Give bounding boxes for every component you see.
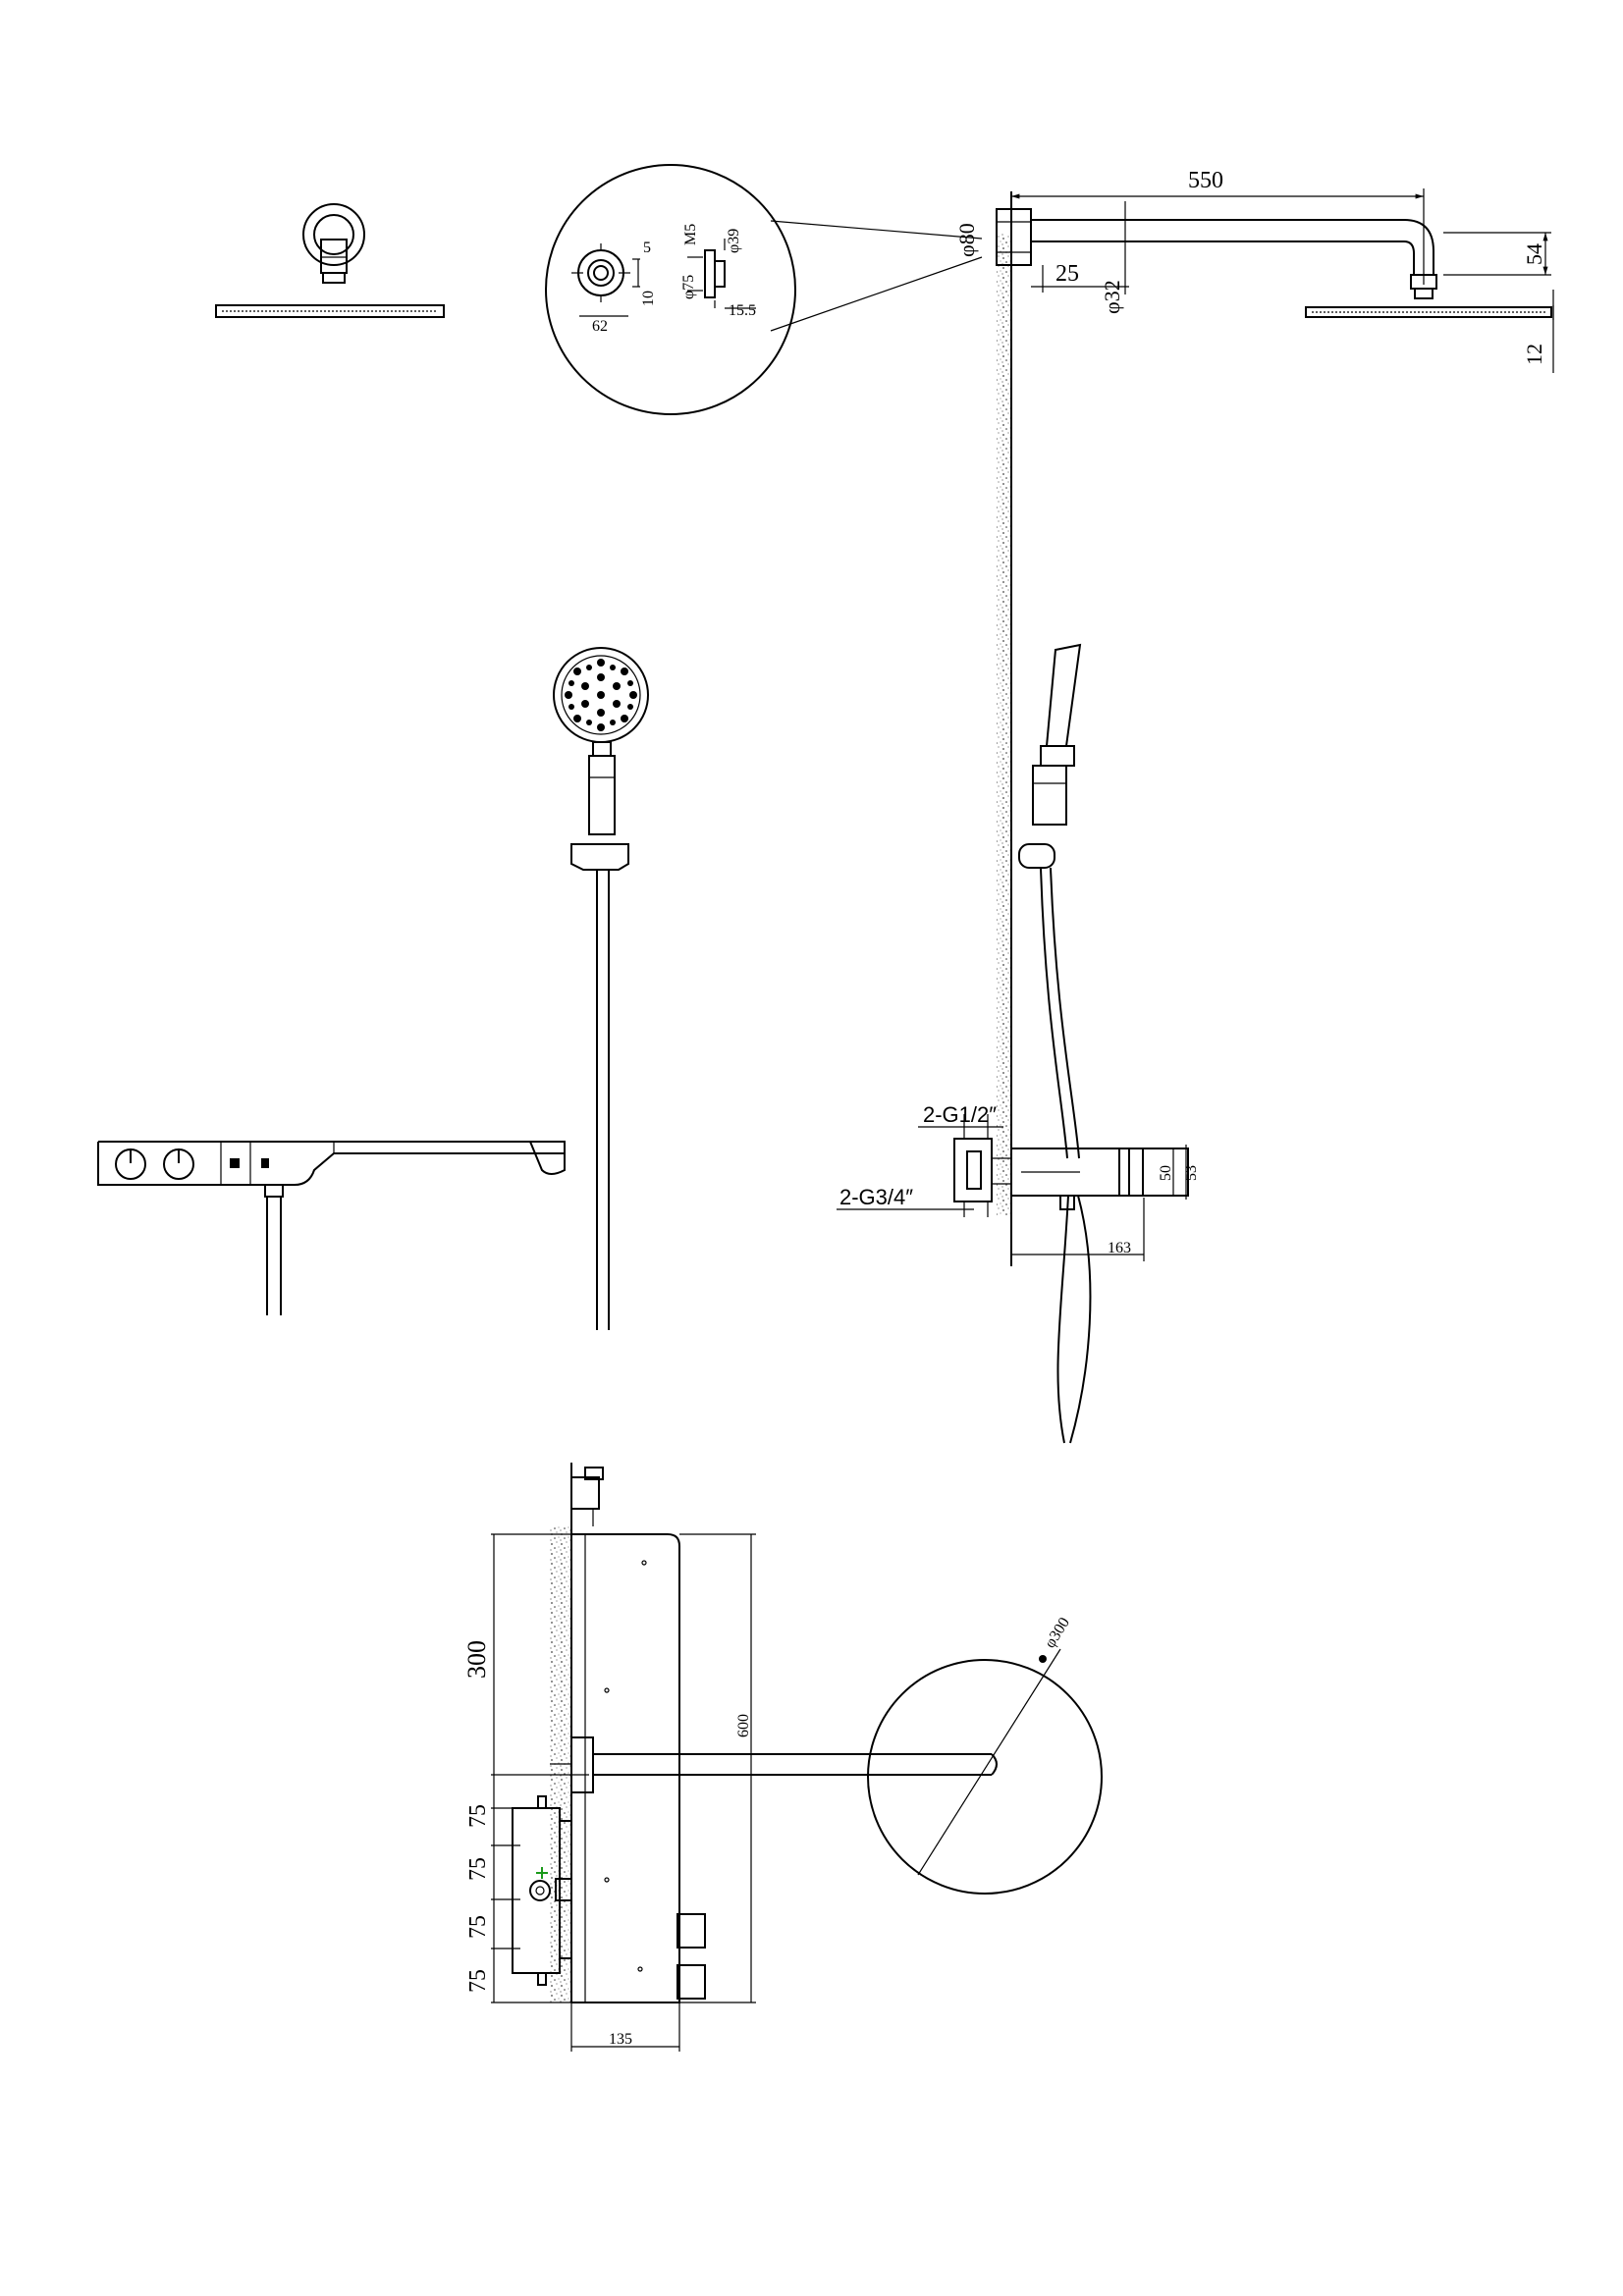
inlet-top-label: 2-G1/2″ [923,1102,997,1127]
thermostatic-shelf-front-view [97,1141,566,1315]
top-view-layout [491,1463,1103,2052]
head-drop-label: 54 [1522,243,1546,265]
step-75-a-label: 75 [465,1804,491,1828]
inlet-bottom-label: 2-G3/4″ [839,1185,913,1209]
detail-5-label: 5 [643,240,651,256]
shelf-135-label: 135 [609,2031,632,2048]
step-75-c-label: 75 [465,1915,491,1939]
step-75-b-label: 75 [465,1857,491,1881]
total-600-label: 600 [735,1714,752,1737]
flange-dia-label: φ80 [954,223,979,257]
head-thickness-label: 12 [1522,344,1546,365]
detail-15-5-label: 15.5 [729,302,756,319]
overhead-shower-front-view [215,203,445,318]
head-dia-label: φ300 [1042,1615,1073,1651]
detail-m5-label: M5 [682,224,699,245]
hand-shower-front-view [553,647,649,1330]
step-75-d-label: 75 [465,1969,491,1993]
arm-dia-label: φ32 [1100,280,1124,314]
body-50-label: 50 [1158,1165,1174,1181]
detail-dia39-label: φ39 [726,229,742,253]
detail-10-label: 10 [640,291,657,306]
upper-300-label: 300 [462,1640,491,1679]
arm-offset-label: 25 [1055,261,1079,287]
shower-column-side-view [837,188,1554,1444]
flange-detail-callout [545,164,983,415]
detail-dia75-label: φ75 [680,275,697,299]
detail-62-label: 62 [592,318,608,335]
body-53-label: 53 [1183,1165,1200,1181]
arm-length-label: 550 [1188,168,1223,193]
body-depth-label: 163 [1108,1240,1131,1256]
